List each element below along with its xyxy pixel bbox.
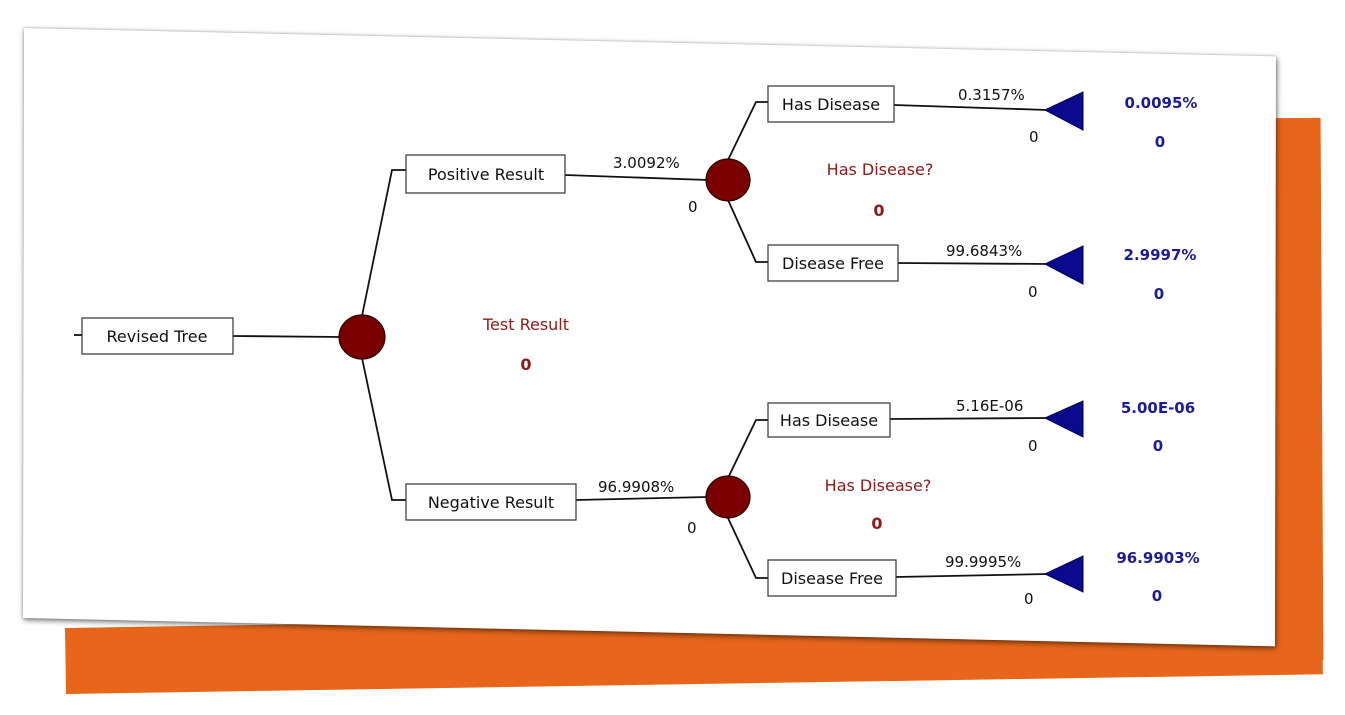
negative-probability: 96.9908% xyxy=(598,478,674,496)
neg-has-disease-value: 0 xyxy=(1028,437,1038,455)
chance-node-test-result xyxy=(338,314,386,360)
pos-disease-free-probability: 99.6843% xyxy=(946,242,1022,260)
node-neg-disease-free-label: Disease Free xyxy=(781,569,883,588)
root-to-positive-line xyxy=(361,169,406,317)
pos-has-disease-terminal-value: 0 xyxy=(1155,133,1165,151)
node-positive-result: Positive Result xyxy=(405,154,566,194)
node-neg-disease-free: Disease Free xyxy=(767,559,897,597)
pos-disease-free-terminal-value: 0 xyxy=(1154,285,1164,303)
pos-disease-free-value: 0 xyxy=(1028,283,1038,301)
neg-disease-free-probability: 99.9995% xyxy=(945,553,1021,571)
node-pos-has-disease-label: Has Disease xyxy=(782,95,880,114)
terminal-node-neg-has-disease xyxy=(1043,400,1084,438)
chance-node-positive-has-disease xyxy=(705,158,751,202)
pos-disease-free-terminal-probability: 2.9997% xyxy=(1124,246,1197,264)
terminal-node-pos-has-disease xyxy=(1043,91,1084,131)
negative-chance-value: 0 xyxy=(871,514,882,533)
pos-chance-to-hasdisease-line xyxy=(727,101,768,161)
node-revised-tree-label: Revised Tree xyxy=(107,327,208,346)
root-to-chance-line xyxy=(232,335,343,338)
node-revised-tree: Revised Tree xyxy=(81,317,234,355)
neg-hasdisease-leaf-line xyxy=(889,417,1049,420)
node-positive-result-label: Positive Result xyxy=(428,165,544,184)
neg-chance-to-diseasefree-line xyxy=(727,517,768,579)
negative-value: 0 xyxy=(687,519,697,537)
neg-chance-to-hasdisease-line xyxy=(727,419,768,479)
pos-hasdisease-leaf-line xyxy=(893,104,1049,111)
neg-diseasefree-leaf-line xyxy=(895,573,1049,578)
neg-disease-free-terminal-probability: 96.9903% xyxy=(1116,549,1199,567)
root-chance-name: Test Result xyxy=(482,315,569,334)
neg-has-disease-terminal-probability: 5.00E-06 xyxy=(1121,399,1195,417)
positive-chance-value: 0 xyxy=(873,201,884,220)
node-pos-has-disease: Has Disease xyxy=(767,85,895,123)
negative-to-chance-line xyxy=(575,496,709,501)
terminal-node-pos-disease-free xyxy=(1043,245,1084,285)
node-negative-result: Negative Result xyxy=(405,483,577,521)
node-neg-has-disease-label: Has Disease xyxy=(780,411,878,430)
positive-value: 0 xyxy=(688,198,698,216)
root-to-negative-line xyxy=(361,357,406,501)
neg-has-disease-terminal-value: 0 xyxy=(1153,437,1163,455)
pos-has-disease-probability: 0.3157% xyxy=(958,86,1025,104)
node-pos-disease-free-label: Disease Free xyxy=(782,254,884,273)
node-pos-disease-free: Disease Free xyxy=(767,244,899,282)
neg-disease-free-terminal-value: 0 xyxy=(1152,587,1162,605)
chance-node-negative-has-disease xyxy=(705,475,751,519)
pos-has-disease-value: 0 xyxy=(1029,128,1039,146)
positive-chance-name: Has Disease? xyxy=(827,160,934,179)
node-neg-has-disease: Has Disease xyxy=(767,402,891,438)
pos-diseasefree-leaf-line xyxy=(897,262,1049,265)
pos-chance-to-diseasefree-line xyxy=(727,199,768,263)
negative-chance-name: Has Disease? xyxy=(825,476,932,495)
pos-has-disease-terminal-probability: 0.0095% xyxy=(1125,94,1198,112)
node-negative-result-label: Negative Result xyxy=(428,493,554,512)
root-chance-value: 0 xyxy=(520,355,531,374)
positive-to-chance-line xyxy=(564,174,709,181)
neg-has-disease-probability: 5.16E-06 xyxy=(956,397,1023,415)
positive-probability: 3.0092% xyxy=(613,154,680,172)
neg-disease-free-value: 0 xyxy=(1024,590,1034,608)
terminal-node-neg-disease-free xyxy=(1043,555,1084,593)
